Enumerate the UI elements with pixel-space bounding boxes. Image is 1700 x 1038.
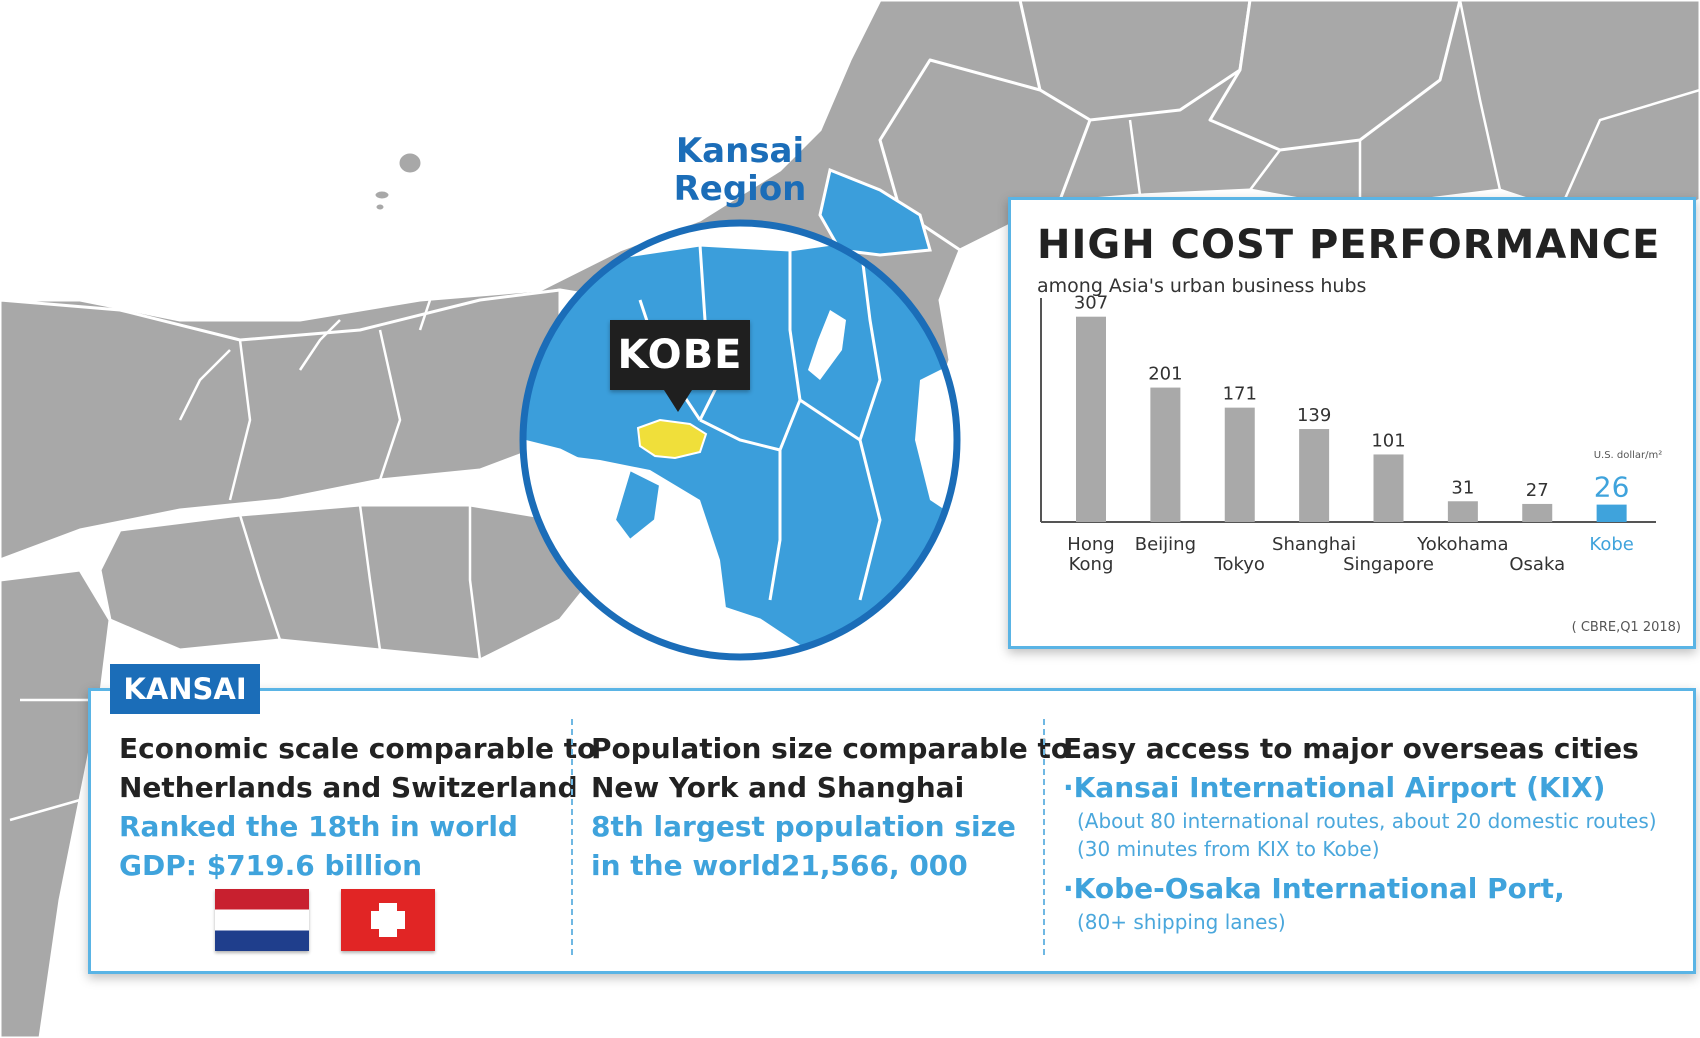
population-line1: Population size comparable to [591, 732, 1071, 765]
column-divider [1043, 719, 1045, 955]
ise-bay [915, 360, 957, 520]
port-note: (80+ shipping lanes) [1077, 910, 1286, 934]
data-label: 201 [1148, 364, 1182, 385]
bar-shanghai [1299, 429, 1330, 522]
data-label: 307 [1074, 293, 1108, 314]
access-line1: Easy access to major overseas cities [1063, 732, 1639, 765]
bar-kobe [1596, 504, 1627, 522]
kobe-tag-text: KOBE [617, 332, 743, 378]
population-line3: 8th largest population size [591, 810, 1016, 843]
netherlands-flag-icon [215, 889, 309, 951]
access-column: Easy access to major overseas cities ·Ka… [1063, 729, 1657, 936]
economy-line3: Ranked the 18th in world [119, 810, 518, 843]
chart-subtitle: among Asia's urban business hubs [1037, 275, 1367, 297]
kansai-badge: KANSAI [110, 664, 260, 714]
airport-note2: (30 minutes from KIX to Kobe) [1077, 837, 1380, 861]
bar-beijing [1150, 387, 1181, 522]
unit-label: U.S. dollar/m² [1594, 450, 1663, 461]
kansai-region-label: Kansai Region [630, 132, 850, 208]
lake-biwa [808, 310, 846, 380]
airport-note1: (About 80 international routes, about 20… [1077, 809, 1657, 833]
data-label: 27 [1526, 480, 1549, 501]
bar-singapore [1373, 454, 1404, 522]
tick-label: Shanghai [1272, 534, 1356, 555]
chugoku-land [0, 288, 562, 562]
population-column: Population size comparable to New York a… [591, 729, 1070, 885]
population-line4: in the world21,566, 000 [591, 849, 968, 882]
tick-label: Osaka [1509, 554, 1565, 575]
region-label-line2: Region [673, 169, 807, 209]
small-island [372, 188, 392, 202]
shikoku-land [98, 503, 602, 662]
tick-label: Singapore [1343, 554, 1434, 575]
chart-source: ( CBRE,Q1 2018) [1571, 620, 1681, 635]
data-label: 26 [1594, 471, 1630, 504]
bar-hong-kong [1076, 316, 1106, 522]
kobe-city-tag: KOBE [610, 320, 750, 412]
tick-label: Yokohama [1416, 534, 1508, 555]
tick-label: Kong [1069, 554, 1114, 575]
awaji-island [613, 468, 662, 542]
tick-label: Tokyo [1214, 554, 1265, 575]
tick-label: Kobe [1589, 534, 1633, 555]
cost-performance-chart-panel: HIGH COST PERFORMANCE among Asia's urban… [1008, 197, 1696, 649]
kansai-badge-text: KANSAI [123, 672, 247, 706]
switzerland-flag-icon [341, 889, 435, 951]
region-label-line1: Kansai [675, 131, 805, 171]
economy-column: Economic scale comparable to Netherlands… [119, 729, 596, 885]
tick-label: Hong [1067, 534, 1114, 555]
data-label: 139 [1297, 405, 1331, 426]
data-label: 101 [1371, 430, 1405, 451]
bar-yokohama [1447, 501, 1478, 522]
kansai-northern-prefecture [818, 167, 932, 257]
bar-osaka [1522, 503, 1553, 522]
economy-line2: Netherlands and Switzerland [119, 771, 578, 804]
magnifier-circle-ring [519, 219, 961, 661]
economy-line4: GDP: $719.6 billion [119, 849, 423, 882]
kobe-area [636, 418, 708, 460]
airport-line: ·Kansai International Airport (KIX) [1063, 771, 1606, 804]
data-label: 171 [1223, 384, 1257, 405]
small-island [373, 201, 387, 213]
economy-line1: Economic scale comparable to [119, 732, 597, 765]
bar-tokyo [1224, 407, 1255, 522]
eastern-prefecture [1208, 0, 1462, 152]
tick-label: Beijing [1135, 534, 1196, 555]
port-line: ·Kobe-Osaka International Port, [1063, 872, 1565, 905]
column-divider [571, 719, 573, 955]
population-line2: New York and Shanghai [591, 771, 965, 804]
oki-island [396, 150, 424, 176]
data-label: 31 [1451, 477, 1474, 498]
chart-title: HIGH COST PERFORMANCE [1037, 222, 1661, 268]
kansai-info-panel: Economic scale comparable to Netherlands… [88, 688, 1696, 974]
